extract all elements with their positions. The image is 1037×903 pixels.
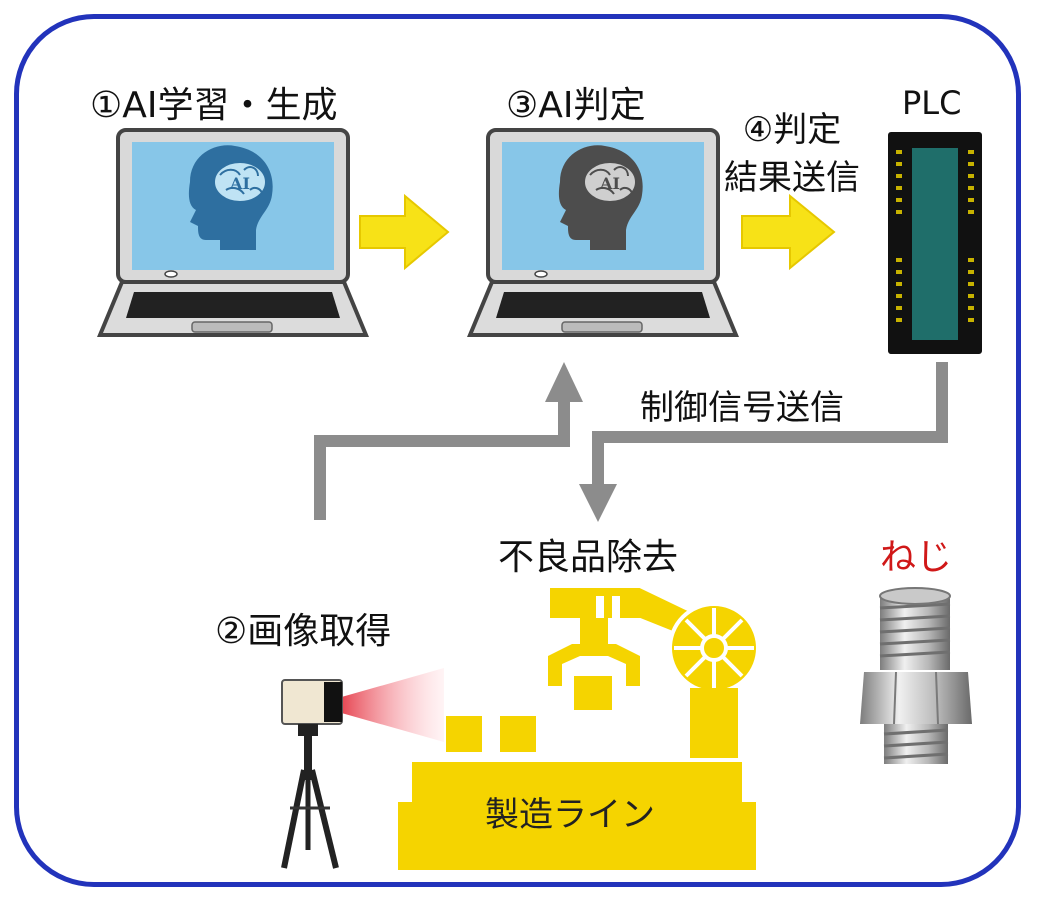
screw-icon	[860, 587, 972, 764]
production-line-block	[398, 762, 756, 870]
ai-badge-1: AI	[229, 174, 250, 193]
ai-badge-2: AI	[599, 174, 620, 193]
control-signal-connector	[592, 362, 948, 488]
arrow-right-icon-1	[359, 193, 450, 271]
step1-label: ①AI学習・生成	[90, 85, 338, 126]
arrow-right-icon-2	[741, 193, 836, 271]
camera-beam	[338, 668, 444, 742]
plc-icon	[888, 132, 982, 354]
robot-arm-icon	[446, 584, 760, 758]
step4-label-line2: 結果送信	[724, 158, 860, 198]
step4-label: ④判定 結果送信	[724, 106, 860, 202]
arrow-up-icon	[545, 362, 583, 402]
step3-label: ③AI判定	[506, 85, 646, 126]
image-flow-connector	[314, 398, 570, 520]
step4-label-line1: ④判定	[742, 110, 842, 150]
screw-label: ねじ	[880, 537, 953, 578]
ai-brain-icon-2: AI	[558, 145, 643, 250]
arrow-down-icon	[579, 484, 617, 522]
camera-tripod-icon	[281, 679, 343, 869]
control-signal-label: 制御信号送信	[640, 388, 844, 428]
step2-label: ②画像取得	[215, 611, 392, 652]
production-line-label: 製造ライン	[485, 795, 655, 835]
plc-label: PLC	[902, 84, 962, 122]
ai-brain-icon-1: AI	[188, 145, 273, 250]
defect-removal-label: 不良品除去	[498, 537, 679, 578]
